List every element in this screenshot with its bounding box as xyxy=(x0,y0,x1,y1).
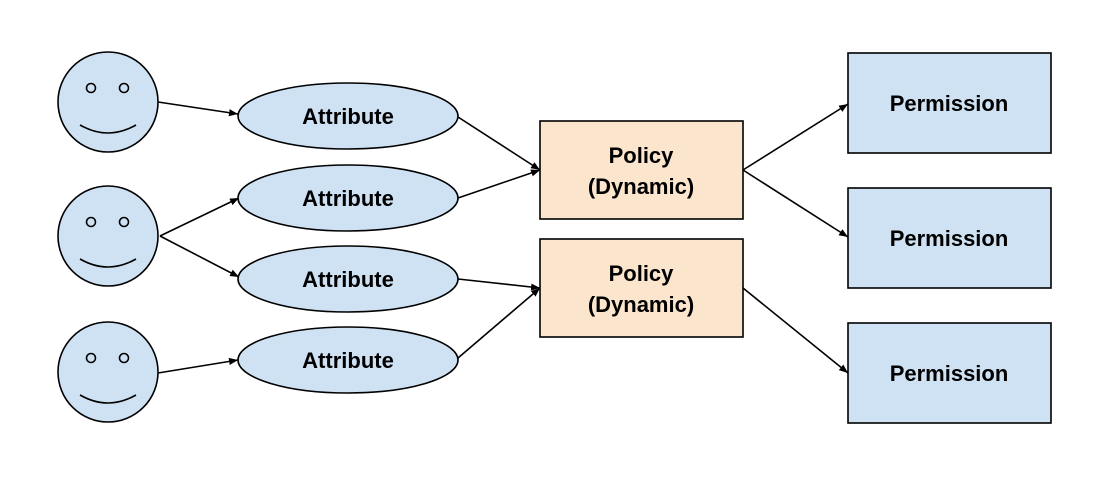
right-eye xyxy=(118,216,130,228)
edge-user-1-to-attribute-1 xyxy=(157,101,239,117)
edge-attribute-4-to-policy-2 xyxy=(457,287,541,359)
users-group xyxy=(57,51,159,423)
smiley-face-icon xyxy=(57,51,159,153)
policy-label-line1: Policy xyxy=(609,261,675,286)
attribute-4: Attribute xyxy=(237,326,459,394)
permission-label: Permission xyxy=(890,226,1009,251)
attribute-label: Attribute xyxy=(302,186,394,211)
smile-mouth xyxy=(79,394,137,404)
policy-label-line1: Policy xyxy=(609,143,675,168)
permission-box xyxy=(847,187,1052,289)
user-3 xyxy=(57,321,159,423)
policy-label-line2: (Dynamic) xyxy=(588,292,694,317)
smiley-face-icon xyxy=(57,185,159,287)
attribute-label: Attribute xyxy=(302,267,394,292)
attribute-label: Attribute xyxy=(302,348,394,373)
permission-1: Permission xyxy=(847,52,1052,154)
attribute-ellipse xyxy=(237,326,459,394)
edges-group xyxy=(157,101,849,374)
smile-mouth xyxy=(79,258,137,268)
permission-3: Permission xyxy=(847,322,1052,424)
edge-policy-1-to-permission-2 xyxy=(742,169,849,238)
user-2 xyxy=(57,185,159,287)
permission-box xyxy=(847,322,1052,424)
attribute-2: Attribute xyxy=(237,164,459,232)
left-eye xyxy=(85,352,97,364)
left-eye xyxy=(85,82,97,94)
edge-attribute-1-to-policy-1 xyxy=(457,116,541,171)
smiley-face-icon xyxy=(57,321,159,423)
permission-label: Permission xyxy=(890,361,1009,386)
permission-2: Permission xyxy=(847,187,1052,289)
policy-1: Policy (Dynamic) xyxy=(539,120,744,220)
attribute-ellipse xyxy=(237,245,459,313)
attribute-1: Attribute xyxy=(237,82,459,150)
edge-attribute-3-to-policy-2 xyxy=(457,278,541,291)
permission-label: Permission xyxy=(890,91,1009,116)
attribute-3: Attribute xyxy=(237,245,459,313)
user-1 xyxy=(57,51,159,153)
attributes-group: Attribute Attribute Attribute Attribute xyxy=(237,82,459,394)
edge-policy-2-to-permission-3 xyxy=(742,287,849,374)
policy-label-line2: (Dynamic) xyxy=(588,174,694,199)
permission-box xyxy=(847,52,1052,154)
attribute-ellipse xyxy=(237,82,459,150)
edge-user-2-to-attribute-2 xyxy=(159,197,240,237)
policies-group: Policy (Dynamic) Policy (Dynamic) xyxy=(539,120,744,338)
right-eye xyxy=(118,82,130,94)
policy-2: Policy (Dynamic) xyxy=(539,238,744,338)
attribute-label: Attribute xyxy=(302,104,394,129)
attribute-ellipse xyxy=(237,164,459,232)
permissions-group: Permission Permission Permission xyxy=(847,52,1052,424)
edge-user-2-to-attribute-3 xyxy=(159,235,240,278)
left-eye xyxy=(85,216,97,228)
edge-user-3-to-attribute-4 xyxy=(157,357,239,374)
edge-policy-1-to-permission-1 xyxy=(742,103,849,171)
edge-attribute-2-to-policy-1 xyxy=(457,169,541,199)
policy-box xyxy=(539,238,744,338)
smile-mouth xyxy=(79,124,137,134)
policy-box xyxy=(539,120,744,220)
right-eye xyxy=(118,352,130,364)
